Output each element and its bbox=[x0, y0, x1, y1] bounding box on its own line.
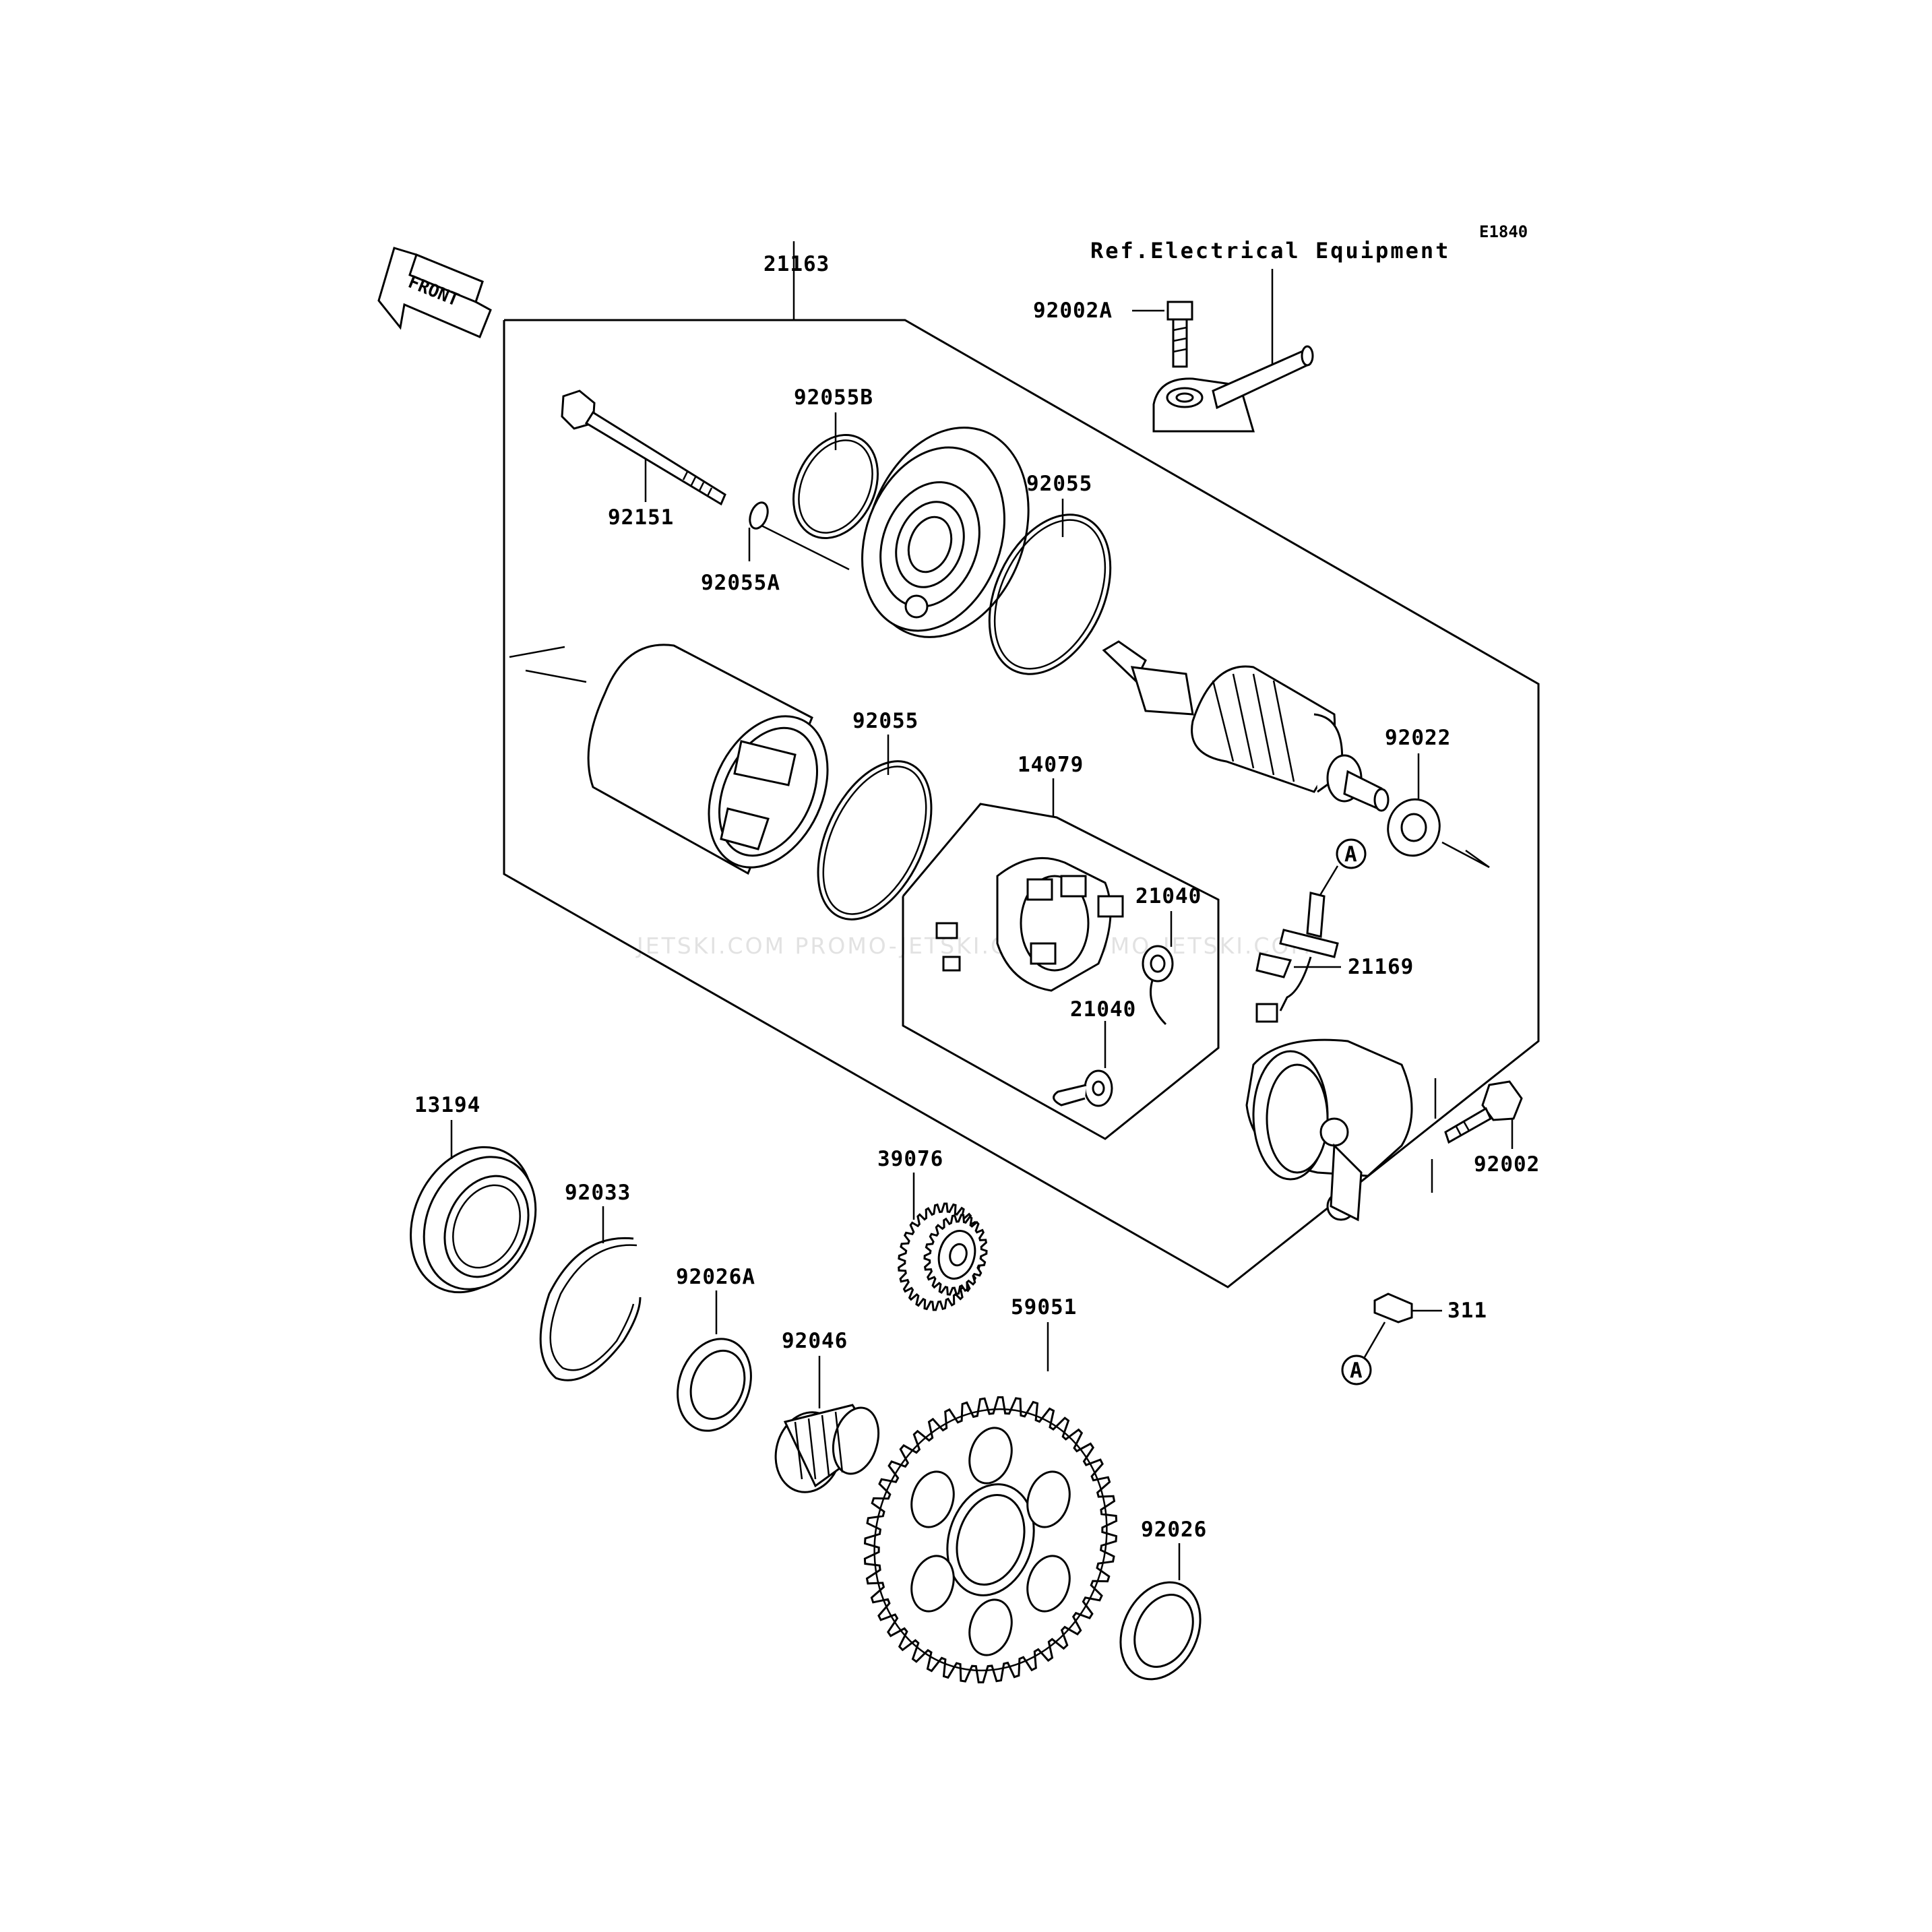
brush-spring-lower bbox=[1053, 1069, 1113, 1107]
part-label-92055-middle: 92055 bbox=[852, 709, 918, 733]
brush-holder-outline bbox=[902, 803, 1220, 1140]
key bbox=[1373, 1292, 1413, 1323]
motor-yoke bbox=[509, 644, 829, 875]
callout-a-top-letter: A bbox=[1344, 842, 1358, 867]
part-label-21169: 21169 bbox=[1348, 955, 1414, 979]
one-way-clutch bbox=[410, 1146, 537, 1294]
part-label-92022: 92022 bbox=[1385, 726, 1451, 750]
brush-holder-plate bbox=[935, 856, 1124, 992]
part-label-92055B: 92055B bbox=[794, 385, 873, 410]
part-label-92026A: 92026A bbox=[676, 1265, 755, 1289]
part-label-39076: 39076 bbox=[877, 1147, 943, 1171]
part-label-92055-top: 92055 bbox=[1026, 472, 1092, 496]
part-label-311: 311 bbox=[1447, 1299, 1487, 1323]
brush-spring-upper bbox=[1142, 945, 1174, 1026]
needle-bearing bbox=[774, 1404, 880, 1493]
part-label-92002: 92002 bbox=[1474, 1152, 1540, 1177]
circlip bbox=[539, 1237, 642, 1381]
part-label-21040-upper: 21040 bbox=[1135, 884, 1202, 908]
part-label-92151: 92151 bbox=[608, 505, 674, 530]
large-o-ring-middle bbox=[817, 760, 933, 921]
reference-note: Ref.Electrical Equipment bbox=[1090, 238, 1450, 263]
part-label-92046: 92046 bbox=[782, 1329, 848, 1353]
idler-gear bbox=[898, 1202, 988, 1311]
armature bbox=[1102, 640, 1390, 812]
assembly-outline bbox=[503, 319, 1540, 1288]
starter-driven-gear bbox=[863, 1396, 1118, 1683]
front-end-cover bbox=[861, 427, 1030, 638]
through-bolt bbox=[561, 389, 726, 506]
callout-a-top bbox=[1336, 838, 1367, 869]
part-label-59051: 59051 bbox=[1011, 1295, 1077, 1319]
small-o-ring bbox=[749, 501, 769, 530]
terminal-lead bbox=[1255, 892, 1339, 1023]
watermark-text: JETSKI.COM PROMO-JETSKI.COM PROMO-JETSKI… bbox=[635, 933, 1312, 959]
part-label-92002A: 92002A bbox=[1033, 299, 1113, 323]
part-label-21163: 21163 bbox=[764, 252, 830, 276]
part-label-21040-lower: 21040 bbox=[1070, 997, 1136, 1022]
callout-a-bottom bbox=[1341, 1354, 1372, 1385]
part-label-14079: 14079 bbox=[1018, 753, 1084, 777]
part-label-92055A: 92055A bbox=[701, 571, 780, 595]
part-label-13194: 13194 bbox=[414, 1093, 480, 1117]
part-label-92033: 92033 bbox=[565, 1181, 631, 1205]
rear-cover-bolt bbox=[1444, 1080, 1523, 1144]
o-ring-b bbox=[792, 433, 879, 540]
washer-92026 bbox=[1119, 1581, 1202, 1681]
rear-end-cover bbox=[1245, 1038, 1413, 1222]
cable-terminal-bolt bbox=[1152, 301, 1314, 433]
callout-a-bottom-letter: A bbox=[1350, 1359, 1363, 1383]
front-arrow-icon: FRONT bbox=[377, 247, 492, 338]
diagram-code: E1840 bbox=[1479, 222, 1528, 241]
part-label-92026: 92026 bbox=[1141, 1518, 1207, 1542]
washer-92026A bbox=[677, 1338, 752, 1432]
large-o-ring-top bbox=[988, 513, 1112, 675]
